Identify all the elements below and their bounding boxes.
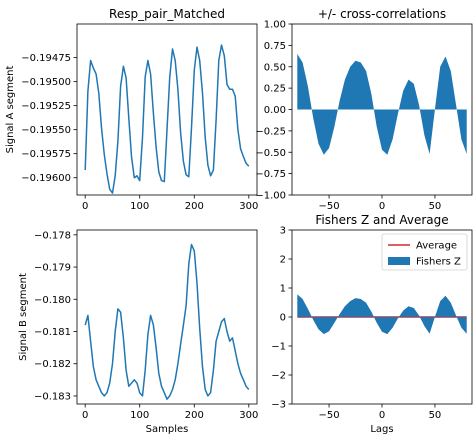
y-tick-label: −0.75 xyxy=(255,169,286,180)
y-tick-label: 0.25 xyxy=(264,84,286,95)
area-series-fill xyxy=(297,53,467,155)
axes-top-right: −50 0 50 1.00 0.75 0.50 0.25 0.00 −0.25 −0.50 −0.7… xyxy=(255,7,473,212)
y-tick-label: −0.179 xyxy=(34,263,71,274)
y-tick-label: 1.00 xyxy=(264,20,286,31)
data-layer xyxy=(297,294,467,335)
area-series-fishers-z xyxy=(297,294,467,335)
chart-title: Fishers Z and Average xyxy=(315,213,448,227)
x-tick-label: −50 xyxy=(319,410,340,421)
y-tick-label: −0.183 xyxy=(34,391,71,402)
y-tick-label: −0.19575 xyxy=(21,149,71,160)
x-axis-label: Samples xyxy=(146,424,189,435)
y-tick-label: 3 xyxy=(280,226,286,237)
line-series-signal xyxy=(84,44,250,194)
chart-title: Resp_pair_Matched xyxy=(109,7,225,21)
data-layer xyxy=(84,44,250,194)
x-tick-label: 50 xyxy=(429,410,442,421)
y-tick-label: 0.75 xyxy=(264,41,286,52)
x-tick-label: 100 xyxy=(130,201,149,212)
y-tick-label: 0 xyxy=(280,313,286,324)
y-tick-label: 0.50 xyxy=(264,62,286,73)
y-tick-label: −0.19600 xyxy=(21,173,71,184)
y-tick-label: −2 xyxy=(271,371,286,382)
x-tick-label: 200 xyxy=(185,201,204,212)
axes-bottom-right: −50 0 50 3 2 1 0 −1 −2 −3 Fishers Z and AverageLag… xyxy=(271,213,473,435)
axes-frame xyxy=(76,23,258,196)
y-tick-label: −1 xyxy=(271,342,286,353)
chart-title: +/- cross-correlations xyxy=(318,7,446,21)
y-tick-label: −1.00 xyxy=(255,191,286,202)
x-tick-label: 0 xyxy=(82,410,88,421)
y-tick-label: −0.19550 xyxy=(21,125,71,136)
axes-frame xyxy=(76,229,258,405)
x-tick-label: 300 xyxy=(239,201,258,212)
y-tick-label: −0.50 xyxy=(255,148,286,159)
y-tick-label: −0.180 xyxy=(34,295,71,306)
y-tick-label: −0.182 xyxy=(34,359,71,370)
y-tick-label: −0.19525 xyxy=(21,101,71,112)
x-tick-label: 0 xyxy=(379,410,385,421)
x-axis-label: Lags xyxy=(370,424,393,435)
y-tick-label: 0.00 xyxy=(264,105,286,116)
y-tick-label: −0.178 xyxy=(34,230,71,241)
y-tick-label: −0.25 xyxy=(255,126,286,137)
x-tick-label: 300 xyxy=(239,410,258,421)
y-tick-label: −0.181 xyxy=(34,327,71,338)
x-tick-label: 0 xyxy=(379,201,385,212)
y-axis-label: Signal A segment xyxy=(5,66,16,154)
legend-label: Fishers Z xyxy=(416,257,461,268)
legend-label: Average xyxy=(416,241,457,252)
x-tick-label: 0 xyxy=(82,201,88,212)
line-series-signal xyxy=(84,243,250,400)
x-tick-label: 200 xyxy=(185,410,204,421)
x-tick-label: 50 xyxy=(429,201,442,212)
axes-bottom-left: 0 100 200 300 −0.178 −0.179 −0.180 −0.181 −0.182… xyxy=(18,229,258,435)
y-tick-label: −0.19500 xyxy=(21,77,71,88)
data-layer xyxy=(84,243,250,400)
y-tick-label: 2 xyxy=(280,255,286,266)
x-tick-label: 100 xyxy=(130,410,149,421)
y-axis-label: Signal B segment xyxy=(18,273,29,361)
y-tick-label: −3 xyxy=(271,400,286,411)
legend-swatch xyxy=(388,257,410,265)
x-tick-label: −50 xyxy=(319,201,340,212)
axes-top-left: 0 100 200 300 −0.19475 −0.19500 −0.19525 −0.195… xyxy=(5,7,258,212)
data-layer xyxy=(297,53,467,155)
y-tick-label: 1 xyxy=(280,284,286,295)
y-tick-label: −0.19475 xyxy=(21,53,71,64)
